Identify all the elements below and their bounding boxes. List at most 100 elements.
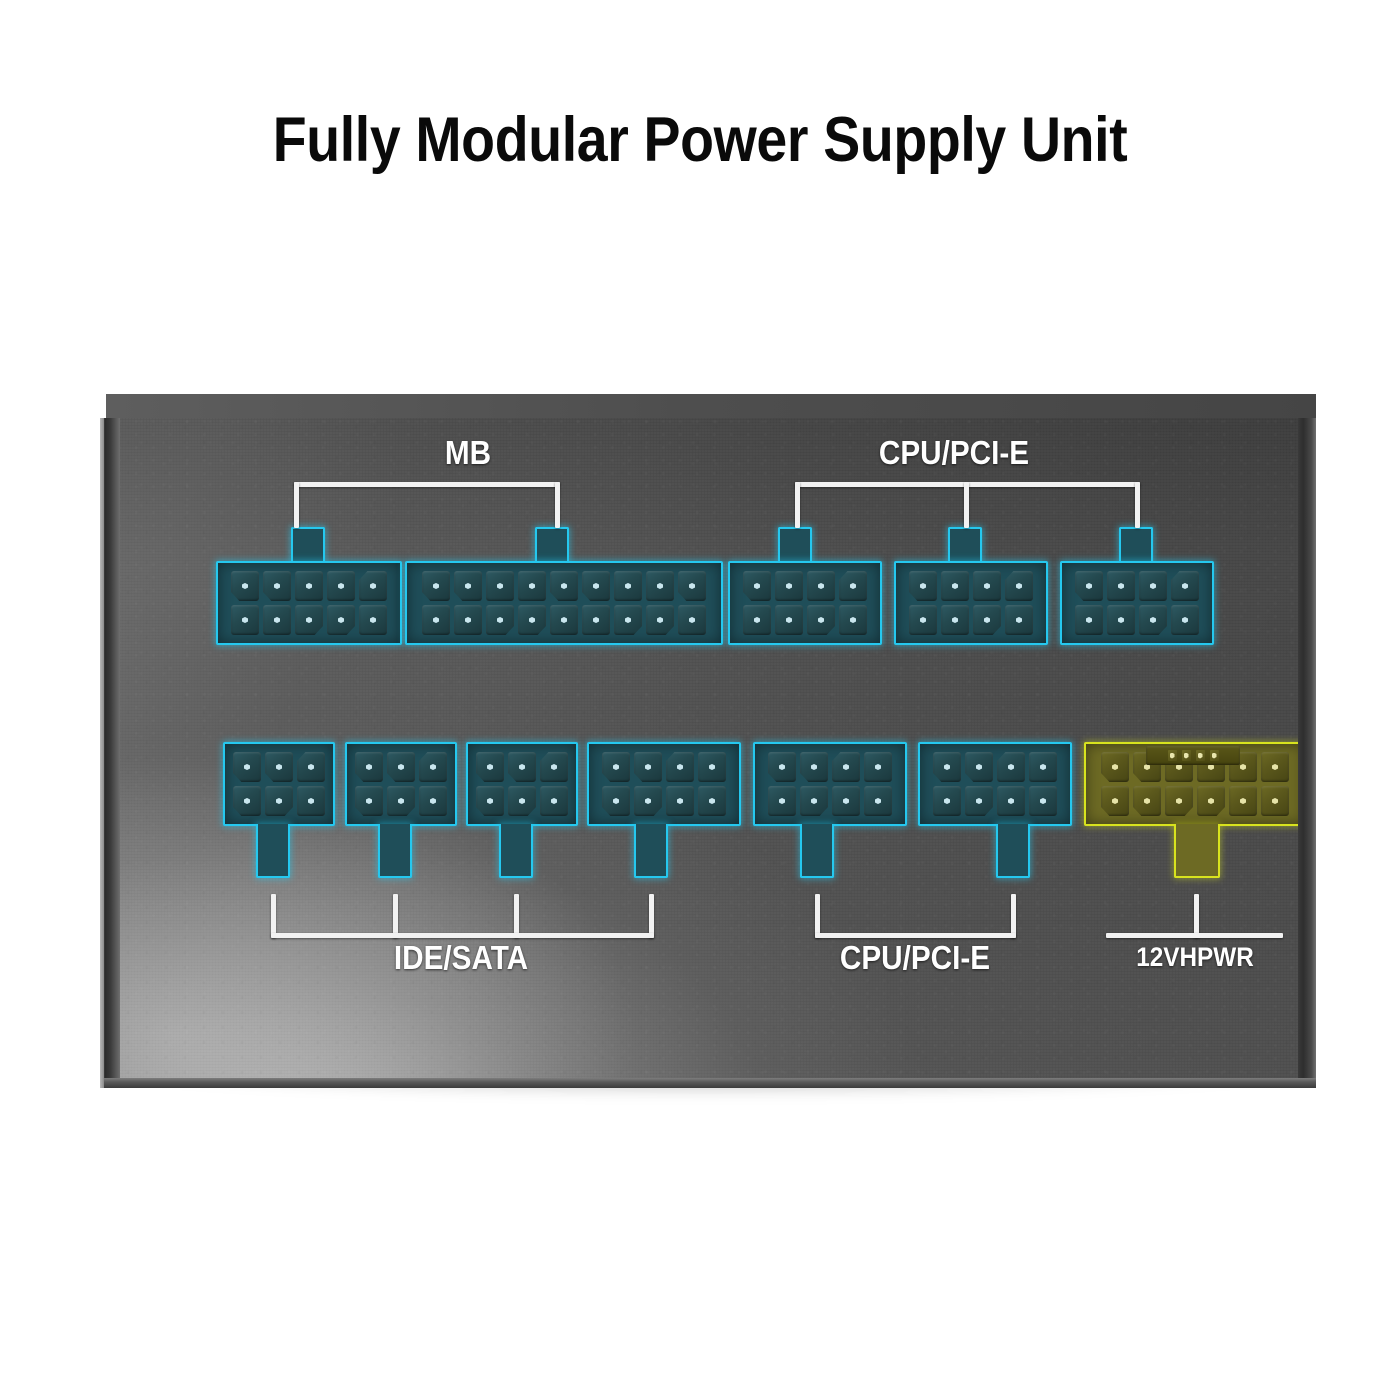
pin [1075, 605, 1103, 635]
group-label-cpu-pcie-bottom: CPU/PCI-E [839, 939, 991, 976]
pin [602, 752, 630, 782]
pin [997, 752, 1025, 782]
connector-tab-ide-sata-6pin-3 [499, 824, 533, 878]
pin [1133, 786, 1161, 816]
pin [265, 752, 293, 782]
pin [1005, 605, 1033, 635]
pin-array-cpu-pcie-8pin-4 [753, 742, 907, 826]
pin [550, 605, 578, 635]
connector-tab-12vhpwr-16pin [1174, 824, 1220, 878]
connector-tab-mb-10pin [291, 527, 325, 563]
pin [1029, 786, 1057, 816]
pin [476, 752, 504, 782]
pin [540, 786, 568, 816]
connector-tab-ide-sata-6pin-1 [256, 824, 290, 878]
pin [231, 571, 259, 601]
pin [800, 786, 828, 816]
page-title: Fully Modular Power Supply Unit [272, 105, 1128, 175]
pin [265, 786, 293, 816]
pin [359, 605, 387, 635]
pin [1075, 571, 1103, 601]
sideband-pin [1167, 750, 1177, 761]
pin [1261, 752, 1289, 782]
pin [933, 752, 961, 782]
pin [678, 571, 706, 601]
psu-left-edge-highlight [100, 418, 104, 1088]
pin-array-cpu-pcie-8pin-2 [894, 561, 1048, 645]
pin [666, 752, 694, 782]
pin [486, 571, 514, 601]
pin [832, 786, 860, 816]
pin [1171, 605, 1199, 635]
pin [864, 752, 892, 782]
pin [800, 752, 828, 782]
pin [1261, 786, 1289, 816]
pin [743, 605, 771, 635]
pin [1165, 786, 1193, 816]
pin [1101, 752, 1129, 782]
pin [1139, 571, 1167, 601]
pin [1101, 786, 1129, 816]
pin [839, 571, 867, 601]
sideband-pin [1195, 750, 1205, 761]
pin [997, 786, 1025, 816]
pin [297, 786, 325, 816]
pin [508, 786, 536, 816]
pin [355, 786, 383, 816]
pin [1107, 605, 1135, 635]
pin-array-ide-sata-6pin-1 [223, 742, 335, 826]
psu-left-edge-rail [100, 418, 120, 1088]
group-label-ide-sata: IDE/SATA [393, 939, 529, 976]
psu-bottom-edge-rail [100, 1078, 1316, 1088]
pin [965, 786, 993, 816]
pin [518, 571, 546, 601]
connector-tab-mb-18pin [535, 527, 569, 563]
pin-array-cpu-pcie-8pin-3 [1060, 561, 1214, 645]
pin [508, 752, 536, 782]
pin [295, 571, 323, 601]
pin [768, 752, 796, 782]
psu-top-lip [106, 394, 1316, 420]
pin [582, 605, 610, 635]
pin [1005, 571, 1033, 601]
pin [634, 786, 662, 816]
pin [807, 571, 835, 601]
pin [909, 605, 937, 635]
pin [909, 571, 937, 601]
pin [233, 786, 261, 816]
pin [973, 605, 1001, 635]
pin [486, 605, 514, 635]
pin [582, 571, 610, 601]
pin [864, 786, 892, 816]
pin [327, 571, 355, 601]
pin [965, 752, 993, 782]
pin-array-cpu-pcie-8pin-5 [918, 742, 1072, 826]
pin [518, 605, 546, 635]
pin [602, 786, 630, 816]
group-label-mb: MB [444, 434, 492, 471]
connector-tab-cpu-pcie-8pin-1 [778, 527, 812, 563]
pin [454, 605, 482, 635]
group-label-12vhpwr: 12VHPWR [1136, 942, 1254, 972]
sideband-pin [1209, 750, 1219, 761]
pin [355, 752, 383, 782]
pin [540, 752, 568, 782]
pin [476, 786, 504, 816]
connector-tab-cpu-pcie-8pin-2 [948, 527, 982, 563]
pin [387, 786, 415, 816]
pin [973, 571, 1001, 601]
pin [941, 605, 969, 635]
pin [387, 752, 415, 782]
pin [231, 605, 259, 635]
pin [941, 571, 969, 601]
pin [807, 605, 835, 635]
pin-array-ide-sata-6pin-3 [466, 742, 578, 826]
pin [614, 571, 642, 601]
pin [422, 605, 450, 635]
pin-array-ide-sata-6pin-2 [345, 742, 457, 826]
pin [233, 752, 261, 782]
pin [419, 752, 447, 782]
pin [419, 786, 447, 816]
sideband-pin-strip-12vhpwr [1146, 746, 1240, 765]
sideband-pin [1181, 750, 1191, 761]
